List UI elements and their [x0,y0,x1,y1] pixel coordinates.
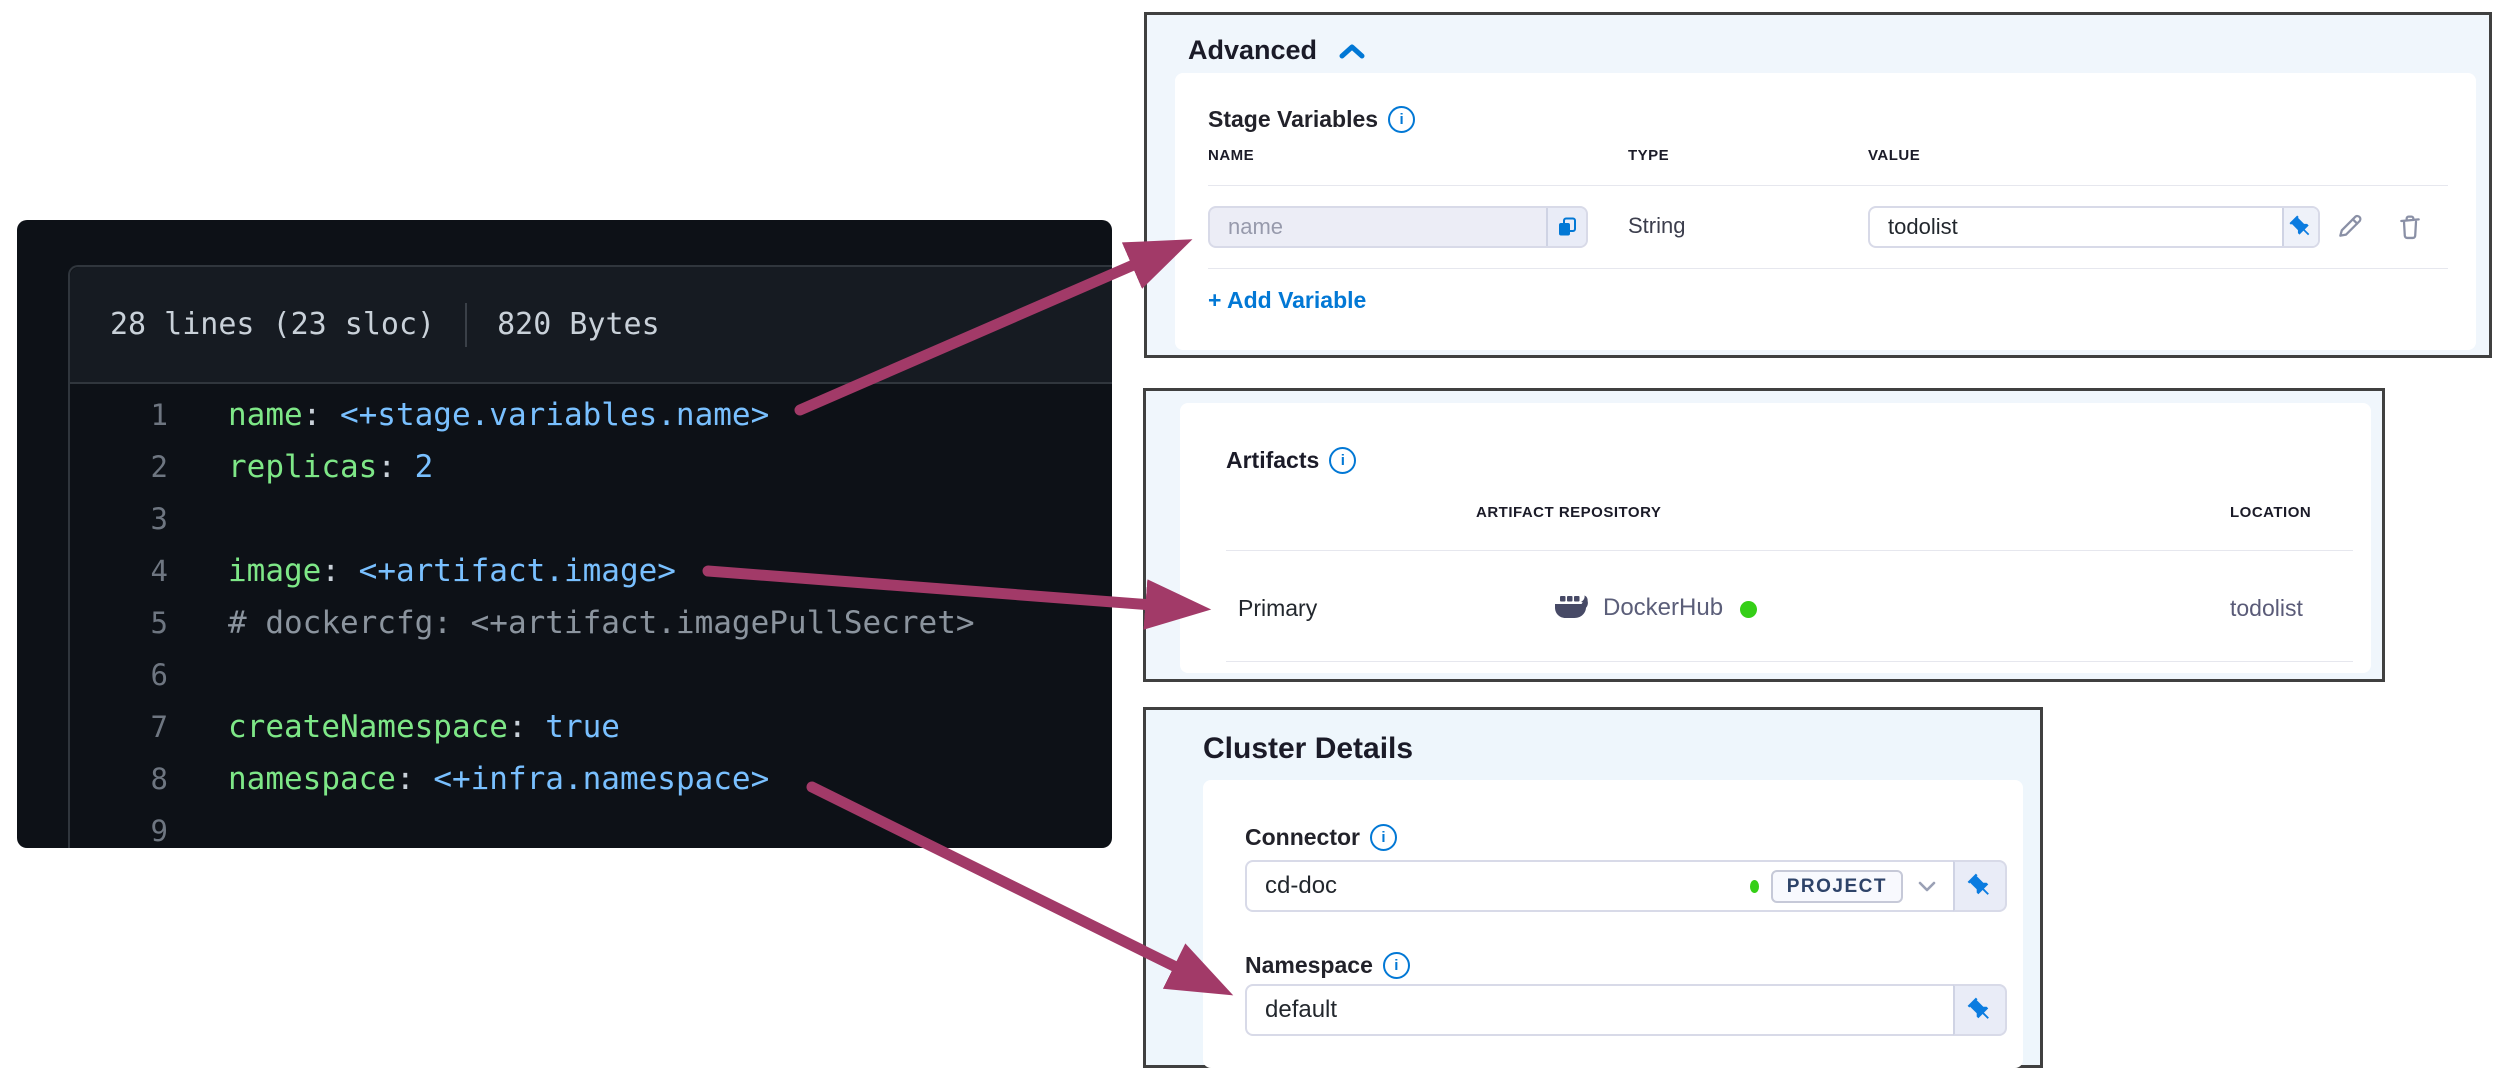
code-line-8: 8 namespace: <+infra.namespace> [17,753,1112,805]
namespace-label: Namespace [1245,952,1373,978]
stage-variables-card: Stage Variables i NAME TYPE VALUE String [1175,73,2476,350]
artifact-label: Primary [1238,595,1318,621]
divider [1208,185,2448,186]
docker-whale-icon [1552,593,1592,623]
variable-name-field [1208,206,1588,248]
code-line-4: 4 image: <+artifact.image> [17,545,1112,597]
info-icon[interactable]: i [1382,952,1410,979]
pin-button[interactable] [1953,860,2007,912]
artifact-repository: DockerHub [1603,594,1724,621]
connector-status-dot [1749,879,1759,893]
chevron-down-icon[interactable] [1917,880,1937,892]
divider [1226,550,2353,551]
artifacts-panel: Artifacts i ARTIFACT REPOSITORY LOCATION… [1143,388,2385,682]
namespace-field [1245,984,2007,1036]
cluster-details-title: Cluster Details [1203,732,1414,765]
line-number: 4 [150,554,168,588]
advanced-title: Advanced [1188,35,1318,65]
artifacts-title: Artifacts [1226,447,1320,473]
variable-name-input[interactable] [1210,214,1546,240]
code-line-9: 9 [17,805,1112,848]
copy-button[interactable] [1546,208,1586,246]
line-number: 2 [150,450,168,484]
pin-button[interactable] [1953,984,2007,1036]
connector-label: Connector [1245,824,1360,850]
artifact-location: todolist [2230,595,2303,621]
file-size-info: 820 Bytes [497,307,660,342]
line-number: 3 [150,502,168,536]
variable-type: String [1628,213,1686,238]
code-line-1: 1 name: <+stage.variables.name> [17,389,1112,441]
status-dot [1740,601,1757,618]
line-number: 9 [150,814,168,848]
line-number: 1 [150,398,168,432]
header-divider [465,302,468,347]
scope-badge: PROJECT [1770,869,1903,903]
chevron-up-icon[interactable] [1339,43,1365,59]
variable-value-input[interactable] [1870,214,2282,240]
edit-icon[interactable] [2333,211,2365,243]
column-header-repository: ARTIFACT REPOSITORY [1476,504,1662,521]
code-line-6: 6 [17,649,1112,701]
pin-button[interactable] [2282,208,2318,246]
info-icon[interactable]: i [1329,447,1357,474]
column-header-location: LOCATION [2230,504,2312,521]
namespace-input[interactable] [1247,996,1953,1024]
delete-icon[interactable] [2394,211,2426,243]
cluster-details-card: Connector i PROJECT Namespace i [1203,780,2023,1068]
line-number: 6 [150,658,168,692]
yaml-code-panel: 28 lines (23 sloc) 820 Bytes 1 name: <+s… [17,220,1112,848]
connector-field: PROJECT [1245,860,2007,912]
artifacts-card: Artifacts i ARTIFACT REPOSITORY LOCATION… [1180,403,2371,673]
file-lines-info: 28 lines (23 sloc) [110,307,436,342]
stage-variables-label: Stage Variables [1208,106,1379,132]
divider [1226,661,2353,662]
connector-input[interactable] [1247,872,1750,900]
column-header-value: VALUE [1868,147,1921,164]
code-line-3: 3 [17,493,1112,545]
advanced-panel: Advanced Stage Variables i NAME TYPE VAL… [1144,12,2492,358]
line-number: 7 [150,710,168,744]
code-lines: 1 name: <+stage.variables.name> 2 replic… [17,389,1112,848]
info-icon[interactable]: i [1370,824,1397,851]
code-line-2: 2 replicas: 2 [17,441,1112,493]
column-header-name: NAME [1208,147,1255,164]
code-line-7: 7 createNamespace: true [17,701,1112,753]
line-number: 5 [150,606,168,640]
variable-value-field [1868,206,2320,248]
info-icon[interactable]: i [1388,106,1416,133]
cluster-details-panel: Cluster Details Connector i PROJECT Name… [1143,707,2043,1068]
code-line-5: 5 # dockercfg: <+artifact.imagePullSecre… [17,597,1112,649]
add-variable-button[interactable]: + Add Variable [1208,287,1367,313]
line-number: 8 [150,762,168,796]
file-header: 28 lines (23 sloc) 820 Bytes [70,267,1112,384]
column-header-type: TYPE [1628,147,1670,164]
divider [1208,268,2448,269]
